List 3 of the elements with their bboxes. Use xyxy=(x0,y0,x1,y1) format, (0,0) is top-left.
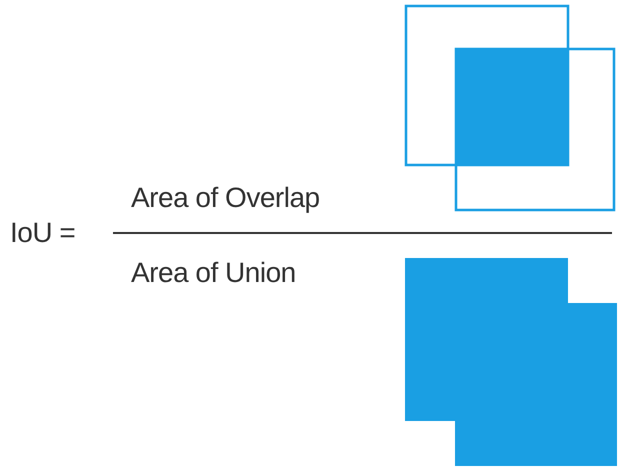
denominator-label: Area of Union xyxy=(131,259,296,287)
numerator-label: Area of Overlap xyxy=(131,184,320,212)
formula-label: IoU = xyxy=(10,219,76,247)
